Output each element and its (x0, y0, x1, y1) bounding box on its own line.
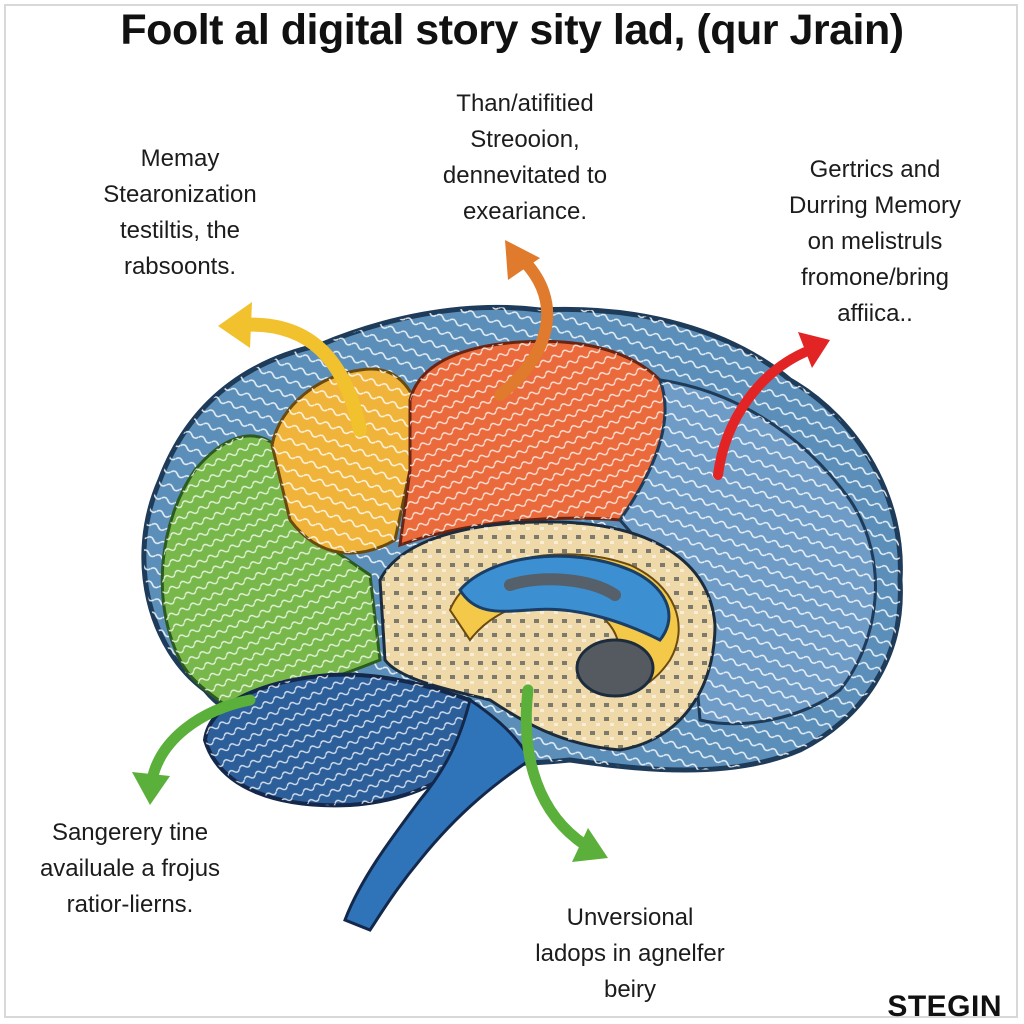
arrow-green-left-icon (132, 694, 256, 805)
callout-line: Gertrics and (809, 156, 941, 183)
corner-label: STEGIN (887, 990, 1002, 1023)
callout-line: affiica.. (837, 300, 913, 327)
callout-line: Stearonization (103, 181, 257, 208)
arrow-green-center-icon (520, 684, 608, 862)
page-frame (4, 4, 1018, 1018)
callout-line: ladops in agnelfer (535, 940, 725, 967)
callout-line: beiry (603, 976, 657, 1003)
callout-bottom-left: Sangerery tine availuale a frojus ratior… (10, 815, 250, 923)
callout-line: Durring Memory (788, 192, 962, 219)
arrow-red-icon (713, 332, 830, 480)
callout-line: availuale a frojus (39, 855, 221, 882)
callout-line: exeariance. (462, 198, 588, 225)
page-title: Foolt al digital story sity lad, (qur Jr… (120, 6, 904, 54)
corpus-blue (458, 554, 671, 642)
arrow-yellow-icon (218, 302, 367, 437)
callout-line: Memay (140, 145, 220, 172)
callout-line: Than/atifitied (456, 90, 594, 117)
callout-line: dennevitated to (442, 162, 608, 189)
callout-line: testiltis, the (119, 217, 241, 244)
callout-line: rabsoonts. (123, 253, 237, 280)
callout-line: Streooion, (470, 126, 580, 153)
callout-line: Sangerery tine (51, 819, 209, 846)
callout-top-right: Gertrics and Durring Memory on melistrul… (735, 152, 1015, 332)
callout-bottom-center: Unversional ladops in agnelfer beiry (500, 900, 760, 1008)
arrow-orange-icon (494, 240, 554, 401)
callout-top-left: Memay Stearonization testiltis, the rabs… (40, 141, 320, 285)
callout-line: ratior-lierns. (66, 891, 194, 918)
thalamus (575, 638, 655, 698)
callout-line: Unversional (566, 904, 694, 931)
callout-top-center: Than/atifitied Streooion, dennevitated t… (400, 86, 650, 230)
callout-line: fromone/bring (800, 264, 950, 291)
callout-line: on melistruls (807, 228, 943, 255)
